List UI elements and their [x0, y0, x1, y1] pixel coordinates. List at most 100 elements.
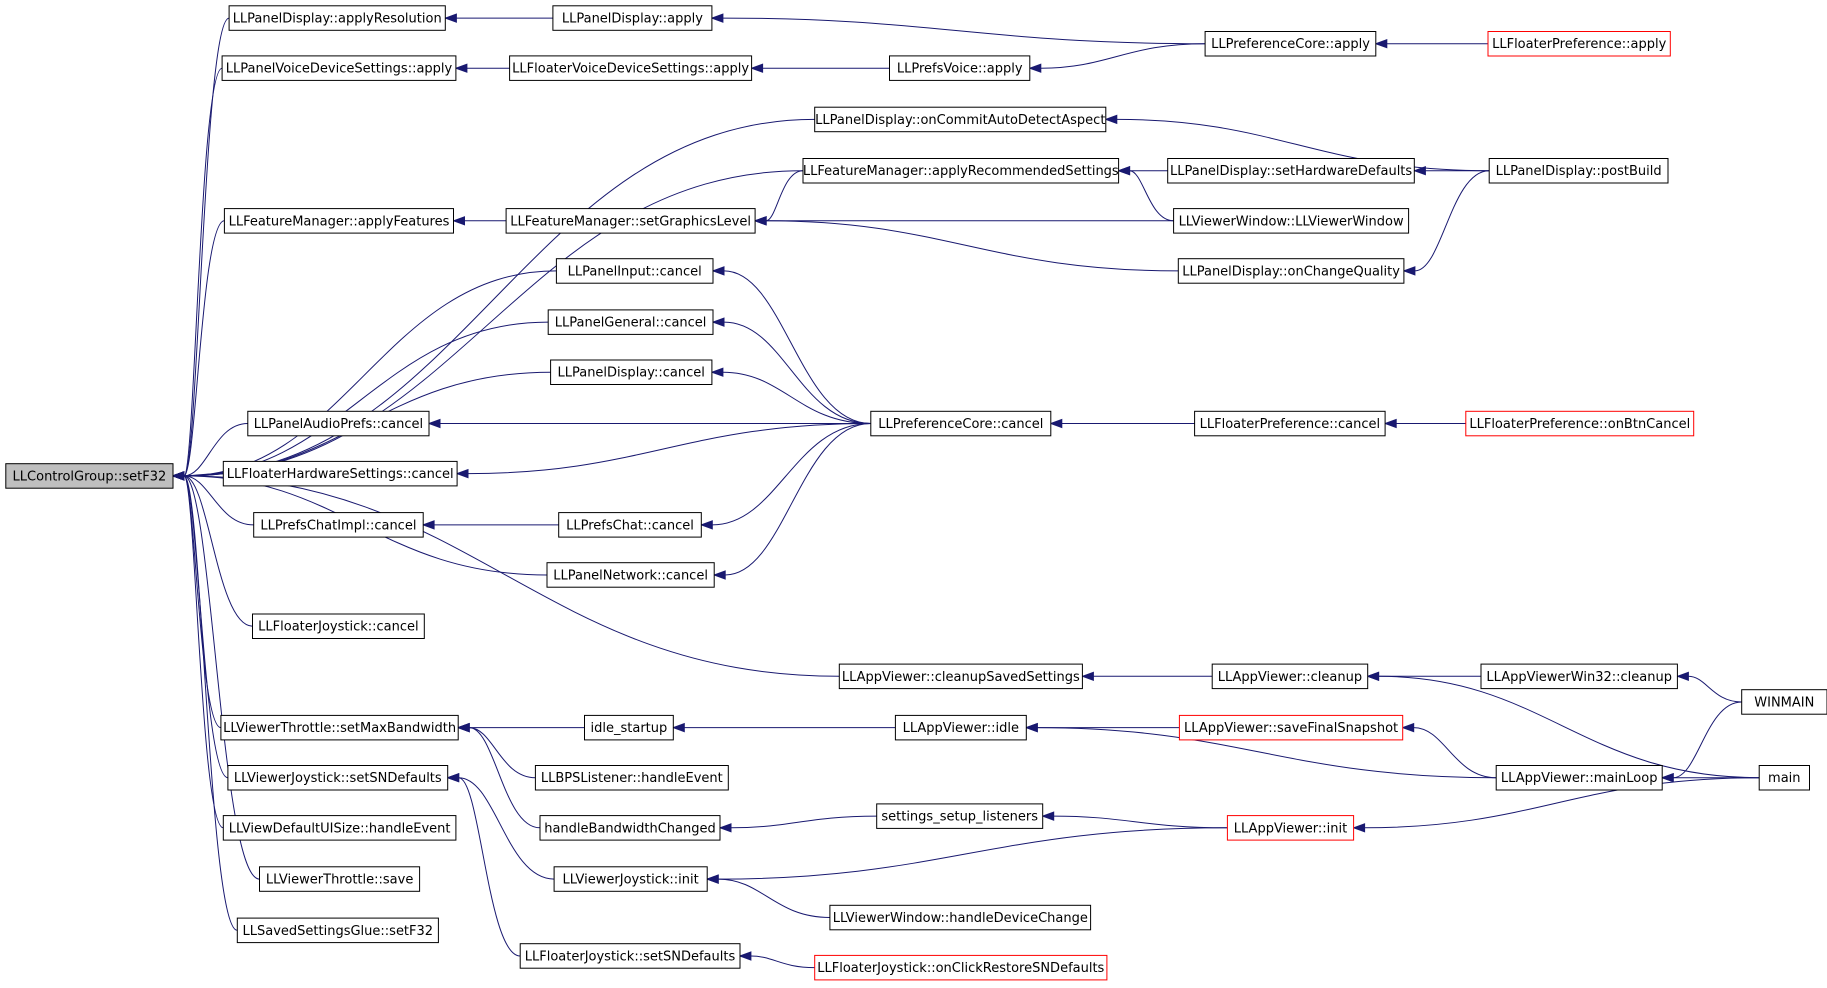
- node-label: LLPanelInput::cancel: [568, 264, 702, 279]
- function-node[interactable]: LLFloaterPreference::cancel: [1194, 410, 1386, 437]
- function-node[interactable]: LLFloaterJoystick::cancel: [252, 613, 425, 639]
- function-node[interactable]: LLPreferenceCore::apply: [1204, 31, 1377, 57]
- truncated-node-box: [1226, 815, 1355, 841]
- function-node[interactable]: LLPreferenceCore::cancel: [870, 410, 1052, 437]
- node-label: LLPanelVoiceDeviceSettings::apply: [226, 62, 453, 77]
- function-node[interactable]: LLAppViewerWin32::cleanup: [1480, 663, 1678, 690]
- function-node[interactable]: LLPanelDisplay::setHardwareDefaults: [1167, 158, 1415, 184]
- node-box: [802, 158, 1120, 184]
- edge-arrowhead: [705, 874, 719, 884]
- call-edge: [1378, 675, 1760, 779]
- node-box: [555, 258, 714, 284]
- function-node[interactable]: LLAppViewer::init: [1226, 815, 1355, 841]
- node-label: LLPanelGeneral::cancel: [555, 316, 707, 331]
- edge-arrowhead: [1080, 671, 1094, 682]
- node-box: [546, 562, 715, 588]
- function-node[interactable]: LLAppViewer::cleanupSavedSettings: [838, 663, 1083, 690]
- function-node[interactable]: LLFeatureManager::applyFeatures: [223, 208, 454, 234]
- function-node[interactable]: LLPanelDisplay::apply: [552, 5, 713, 31]
- function-node[interactable]: LLControlGroup::setF32: [5, 463, 174, 489]
- function-node[interactable]: LLFloaterHardwareSettings::cancel: [222, 460, 458, 487]
- function-node[interactable]: settings_setup_listeners: [876, 803, 1044, 829]
- call-edge: [1364, 777, 1760, 829]
- function-node[interactable]: LLAppViewer::idle: [894, 714, 1027, 741]
- function-node[interactable]: LLFloaterVoiceDeviceSettings::apply: [509, 55, 753, 81]
- function-node[interactable]: LLPanelDisplay::applyResolution: [228, 5, 446, 31]
- node-label: LLBPSListener::handleEvent: [541, 771, 723, 786]
- node-box: [1211, 663, 1369, 690]
- node-box: [558, 512, 702, 538]
- edge-arrowhead: [710, 367, 724, 377]
- node-label: LLPanelDisplay::applyResolution: [233, 12, 442, 27]
- function-node[interactable]: LLPanelDisplay::cancel: [550, 359, 713, 385]
- function-node[interactable]: LLFloaterPreference::onBtnCancel: [1465, 410, 1695, 437]
- function-node[interactable]: LLAppViewer::saveFinalSnapshot: [1178, 714, 1404, 741]
- call-edge: [183, 423, 248, 477]
- function-node[interactable]: main: [1758, 765, 1810, 791]
- edge-arrowhead: [171, 471, 185, 481]
- call-edge: [183, 475, 254, 526]
- function-node[interactable]: LLPanelVoiceDeviceSettings::apply: [221, 55, 457, 81]
- function-node[interactable]: WINMAIN: [1741, 689, 1827, 715]
- call-edge: [183, 17, 230, 477]
- edge-arrowhead: [711, 317, 725, 327]
- node-label: LLFeatureManager::applyFeatures: [229, 214, 450, 229]
- edge-arrowhead: [1401, 722, 1415, 733]
- node-box: [1495, 765, 1663, 791]
- function-node[interactable]: LLPanelDisplay::onChangeQuality: [1177, 258, 1405, 284]
- function-node[interactable]: handleBandwidthChanged: [539, 815, 721, 841]
- function-node[interactable]: LLFloaterJoystick::setSNDefaults: [519, 943, 741, 969]
- node-label: idle_startup: [591, 721, 668, 736]
- edge-arrowhead: [711, 266, 725, 276]
- root-node-box: [5, 463, 174, 489]
- call-edge: [722, 371, 871, 424]
- node-label: LLPrefsChat::cancel: [566, 518, 694, 533]
- function-node[interactable]: LLAppViewer::cleanup: [1211, 663, 1369, 690]
- node-label: LLViewerJoystick::init: [562, 873, 698, 888]
- node-label: LLFloaterPreference::onBtnCancel: [1469, 417, 1690, 432]
- call-edge: [1040, 43, 1206, 69]
- function-node[interactable]: LLViewDefaultUISize::handleEvent: [222, 815, 457, 841]
- function-node[interactable]: LLPrefsChatImpl::cancel: [253, 512, 424, 538]
- function-node[interactable]: LLViewerJoystick::init: [553, 866, 708, 892]
- call-edge: [1116, 118, 1490, 172]
- node-box: [547, 309, 714, 335]
- function-node[interactable]: LLSavedSettingsGlue::setF32: [236, 917, 439, 944]
- node-box: [252, 613, 425, 639]
- node-label: LLPanelNetwork::cancel: [553, 569, 708, 584]
- function-node[interactable]: LLFeatureManager::applyRecommendedSettin…: [802, 158, 1120, 184]
- function-node[interactable]: LLPanelNetwork::cancel: [546, 562, 715, 588]
- function-node[interactable]: LLPrefsVoice::apply: [889, 55, 1031, 81]
- function-node[interactable]: LLPanelDisplay::postBuild: [1488, 158, 1669, 184]
- function-node[interactable]: LLViewerWindow::handleDeviceChange: [829, 904, 1092, 931]
- function-node[interactable]: LLViewerWindow::LLViewerWindow: [1173, 208, 1410, 234]
- edge-arrowhead: [427, 418, 441, 429]
- function-node[interactable]: LLFloaterJoystick::onClickRestoreSNDefau…: [814, 954, 1108, 981]
- node-box: [227, 765, 449, 791]
- function-node[interactable]: LLFloaterPreference::apply: [1487, 31, 1671, 57]
- function-node[interactable]: LLPanelAudioPrefs::cancel: [247, 410, 430, 437]
- call-edge: [1037, 727, 1497, 779]
- call-edge: [712, 423, 871, 526]
- function-node[interactable]: LLPrefsChat::cancel: [558, 512, 702, 538]
- node-label: main: [1768, 771, 1800, 786]
- node-label: LLFloaterHardwareSettings::cancel: [227, 467, 454, 482]
- function-node[interactable]: LLViewerThrottle::save: [259, 866, 421, 892]
- node-box: [236, 917, 439, 944]
- function-node[interactable]: LLBPSListener::handleEvent: [534, 765, 729, 791]
- call-edge: [750, 955, 815, 969]
- edge-arrowhead: [671, 722, 685, 733]
- node-box: [519, 943, 741, 969]
- function-node[interactable]: LLPanelDisplay::onCommitAutoDetectAspect: [814, 106, 1107, 133]
- node-label: LLFloaterJoystick::cancel: [258, 620, 418, 635]
- function-node[interactable]: LLViewerThrottle::setMaxBandwidth: [220, 714, 459, 741]
- node-label: WINMAIN: [1754, 696, 1814, 711]
- node-label: LLPanelDisplay::apply: [562, 12, 703, 27]
- function-node[interactable]: LLViewerJoystick::setSNDefaults: [227, 765, 449, 791]
- function-node[interactable]: LLPanelGeneral::cancel: [547, 309, 714, 335]
- function-node[interactable]: LLAppViewer::mainLoop: [1495, 765, 1663, 791]
- function-node[interactable]: LLPanelInput::cancel: [555, 258, 714, 284]
- function-node[interactable]: LLFeatureManager::setGraphicsLevel: [505, 208, 756, 234]
- function-node[interactable]: idle_startup: [584, 714, 674, 741]
- node-label: LLPrefsVoice::apply: [897, 62, 1023, 77]
